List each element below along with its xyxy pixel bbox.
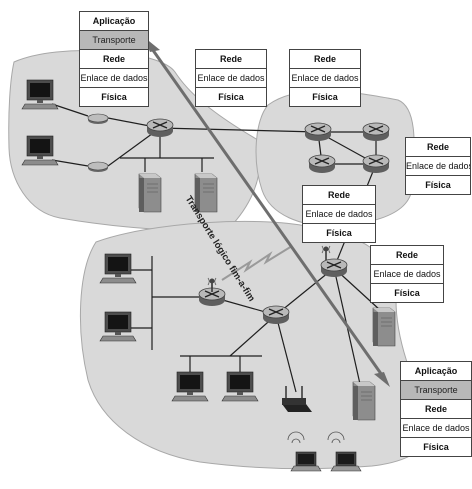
layer-network: Rede (395, 250, 418, 260)
layer-network: Rede (327, 190, 350, 200)
desktop-computer-icon (221, 371, 259, 402)
layer-data-link: Enlace de dados (303, 204, 375, 223)
layer-data-link: Enlace de dados (401, 418, 471, 437)
layer-network: Rede (426, 142, 449, 152)
server-icon (372, 307, 396, 347)
layer-network: Rede (313, 54, 336, 64)
layer-transport: Transporte (401, 380, 471, 399)
router-icon (304, 122, 332, 142)
layer-network: Rede (219, 54, 242, 64)
wireless-link-icon (221, 245, 293, 281)
layer-data-link: Enlace de dados (371, 264, 443, 283)
router-icon (362, 154, 390, 174)
layer-physical: Física (80, 87, 148, 106)
protocol-stack-router: Rede Enlace de dados Física (302, 185, 376, 243)
layer-data-link: Enlace de dados (406, 156, 470, 175)
layer-physical: Física (303, 223, 375, 242)
router-icon (308, 154, 336, 174)
protocol-stack-router: Rede Enlace de dados Física (370, 245, 444, 303)
layer-data-link: Enlace de dados (290, 68, 360, 87)
protocol-stack-host-destination: Aplicação Transporte Rede Enlace de dado… (400, 361, 472, 457)
protocol-stack-router: Rede Enlace de dados Física (289, 49, 361, 107)
layer-physical: Física (196, 87, 266, 106)
desktop-computer-icon (21, 135, 59, 166)
layer-application: Aplicação (92, 16, 136, 26)
layer-network: Rede (401, 399, 471, 418)
layer-data-link: Enlace de dados (80, 68, 148, 87)
server-icon (138, 173, 162, 213)
layer-application: Aplicação (414, 366, 458, 376)
layer-physical: Física (406, 175, 470, 194)
modem-icon (87, 161, 109, 173)
router-icon (362, 122, 390, 142)
desktop-computer-icon (21, 79, 59, 110)
layer-transport: Transporte (80, 30, 148, 49)
protocol-stack-router: Rede Enlace de dados Física (195, 49, 267, 107)
layer-physical: Física (371, 283, 443, 302)
protocol-stack-host-source: Aplicação Transporte Rede Enlace de dado… (79, 11, 149, 107)
layer-data-link: Enlace de dados (196, 68, 266, 87)
router-icon (146, 118, 174, 138)
wireless-access-point-icon (282, 386, 312, 412)
layer-network: Rede (80, 49, 148, 68)
desktop-computer-icon (99, 311, 137, 342)
server-icon (352, 381, 376, 421)
protocol-stack-router: Rede Enlace de dados Física (405, 137, 471, 195)
modem-icon (87, 113, 109, 125)
layer-physical: Física (290, 87, 360, 106)
wifi-signal-icon (287, 431, 345, 444)
layer-physical: Física (401, 437, 471, 456)
desktop-computer-icon (171, 371, 209, 402)
router-icon (320, 258, 348, 278)
desktop-computer-icon (99, 253, 137, 284)
